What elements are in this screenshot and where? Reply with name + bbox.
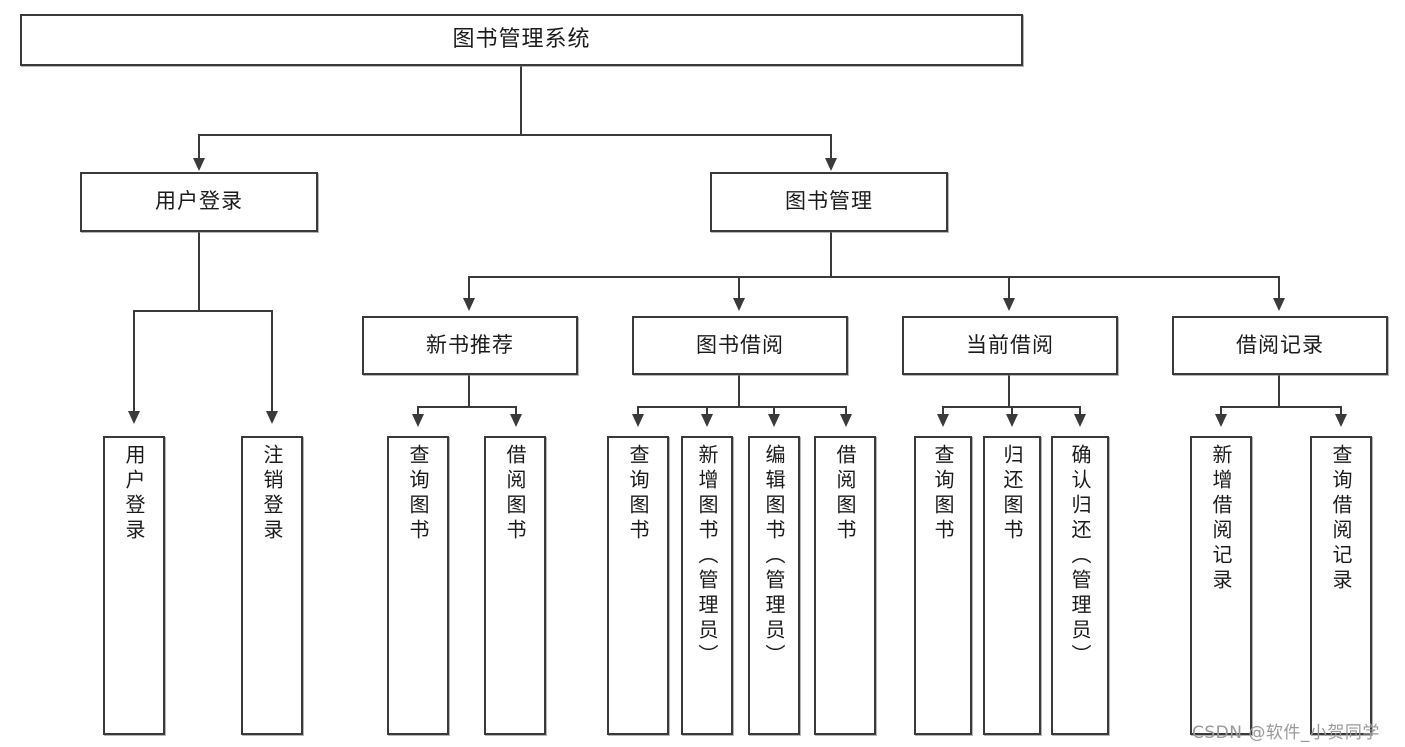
arrowhead-borrow-to-edit — [768, 414, 780, 427]
leaf-label: 编辑图书（管理员） — [762, 444, 786, 669]
connector-user-to-login — [133, 310, 135, 413]
connector-current-to-return — [1011, 406, 1013, 416]
node-current-borrow[interactable]: 当前借阅 — [902, 316, 1118, 375]
connector-root-to-user — [198, 134, 200, 160]
connector-newbooks-stem — [468, 375, 470, 408]
node-new-book-recommend[interactable]: 新书推荐 — [362, 316, 578, 375]
leaf-label: 查询图书 — [626, 444, 650, 544]
leaf-query-book-current[interactable]: 查询图书 — [914, 436, 972, 735]
connector-current-bus — [942, 406, 1079, 408]
arrowhead-current-to-query — [937, 414, 949, 427]
leaf-label: 借阅图书 — [503, 444, 527, 544]
connector-newbooks-bus — [417, 406, 517, 408]
leaf-label: 查询图书 — [931, 444, 955, 544]
leaf-label: 借阅图书 — [833, 444, 857, 544]
connector-book-stem — [830, 232, 832, 278]
arrowhead-newbooks-to-borrowbook — [510, 414, 522, 427]
arrowhead-records-to-add — [1215, 414, 1227, 427]
leaf-query-borrow-record[interactable]: 查询借阅记录 — [1310, 436, 1372, 735]
arrowhead-book-to-records — [1273, 298, 1285, 311]
arrowhead-borrow-to-query — [632, 414, 644, 427]
connector-borrow-bus — [637, 406, 845, 408]
connector-current-stem — [1008, 375, 1010, 408]
leaf-label: 查询图书 — [406, 444, 430, 544]
leaf-add-book-admin[interactable]: 新增图书（管理员） — [681, 436, 733, 735]
arrowhead-book-to-newbooks — [463, 298, 475, 311]
arrowhead-borrow-to-lend — [840, 414, 852, 427]
leaf-label: 归还图书 — [1000, 444, 1024, 544]
arrowhead-book-to-current — [1003, 298, 1015, 311]
leaf-lend-book[interactable]: 借阅图书 — [814, 436, 876, 735]
connector-newbooks-to-query — [417, 406, 419, 416]
arrowhead-current-to-confirm — [1074, 414, 1086, 427]
arrowhead-user-to-login — [128, 411, 140, 424]
connector-book-to-newbooks — [468, 276, 470, 300]
node-borrow-records[interactable]: 借阅记录 — [1172, 316, 1388, 375]
connector-user-stem — [198, 232, 200, 312]
connector-book-to-current — [1008, 276, 1010, 300]
arrowhead-borrow-to-add — [701, 414, 713, 427]
leaf-user-login[interactable]: 用户登录 — [103, 436, 165, 735]
leaf-query-book-borrow[interactable]: 查询图书 — [607, 436, 669, 735]
leaf-confirm-return-admin[interactable]: 确认归还（管理员） — [1051, 436, 1109, 735]
leaf-label: 确认归还（管理员） — [1068, 444, 1092, 669]
leaf-label: 新增借阅记录 — [1209, 444, 1233, 594]
arrowhead-records-to-query — [1335, 414, 1347, 427]
connector-borrow-to-add — [706, 406, 708, 416]
leaf-label: 注销登录 — [260, 444, 284, 544]
arrowhead-root-to-book — [825, 158, 837, 171]
leaf-add-borrow-record[interactable]: 新增借阅记录 — [1190, 436, 1252, 735]
connector-records-to-add — [1220, 406, 1222, 416]
leaf-label: 用户登录 — [122, 444, 146, 544]
leaf-return-book[interactable]: 归还图书 — [983, 436, 1041, 735]
arrowhead-user-to-logout — [266, 411, 278, 424]
leaf-label: 新增图书（管理员） — [695, 444, 719, 669]
connector-root-bus — [198, 134, 832, 136]
connector-borrow-to-query — [637, 406, 639, 416]
connector-root-stem — [520, 66, 522, 136]
connector-root-to-book — [830, 134, 832, 160]
node-user-login[interactable]: 用户登录 — [80, 172, 318, 232]
connector-records-to-query — [1340, 406, 1342, 416]
connector-book-to-records — [1278, 276, 1280, 300]
connector-user-to-logout — [271, 310, 273, 413]
node-book-management[interactable]: 图书管理 — [710, 172, 948, 232]
connector-borrow-to-edit — [773, 406, 775, 416]
leaf-label: 查询借阅记录 — [1329, 444, 1353, 594]
connector-borrow-stem — [738, 375, 740, 408]
node-root-system[interactable]: 图书管理系统 — [20, 14, 1023, 66]
connector-newbooks-to-borrowbook — [515, 406, 517, 416]
connector-user-bus — [133, 310, 272, 312]
node-book-borrow[interactable]: 图书借阅 — [632, 316, 848, 375]
connector-book-bus — [468, 276, 1280, 278]
arrowhead-root-to-user — [193, 158, 205, 171]
leaf-query-book-new[interactable]: 查询图书 — [387, 436, 449, 735]
leaf-borrow-book-new[interactable]: 借阅图书 — [484, 436, 546, 735]
connector-records-stem — [1278, 375, 1280, 408]
connector-borrow-to-lend — [845, 406, 847, 416]
connector-book-to-borrow — [738, 276, 740, 300]
arrowhead-book-to-borrow — [733, 298, 745, 311]
connector-current-to-confirm — [1079, 406, 1081, 416]
arrowhead-current-to-return — [1006, 414, 1018, 427]
leaf-edit-book-admin[interactable]: 编辑图书（管理员） — [748, 436, 800, 735]
connector-current-to-query — [942, 406, 944, 416]
connector-records-bus — [1220, 406, 1342, 408]
arrowhead-newbooks-to-query — [412, 414, 424, 427]
leaf-user-logout[interactable]: 注销登录 — [241, 436, 303, 735]
